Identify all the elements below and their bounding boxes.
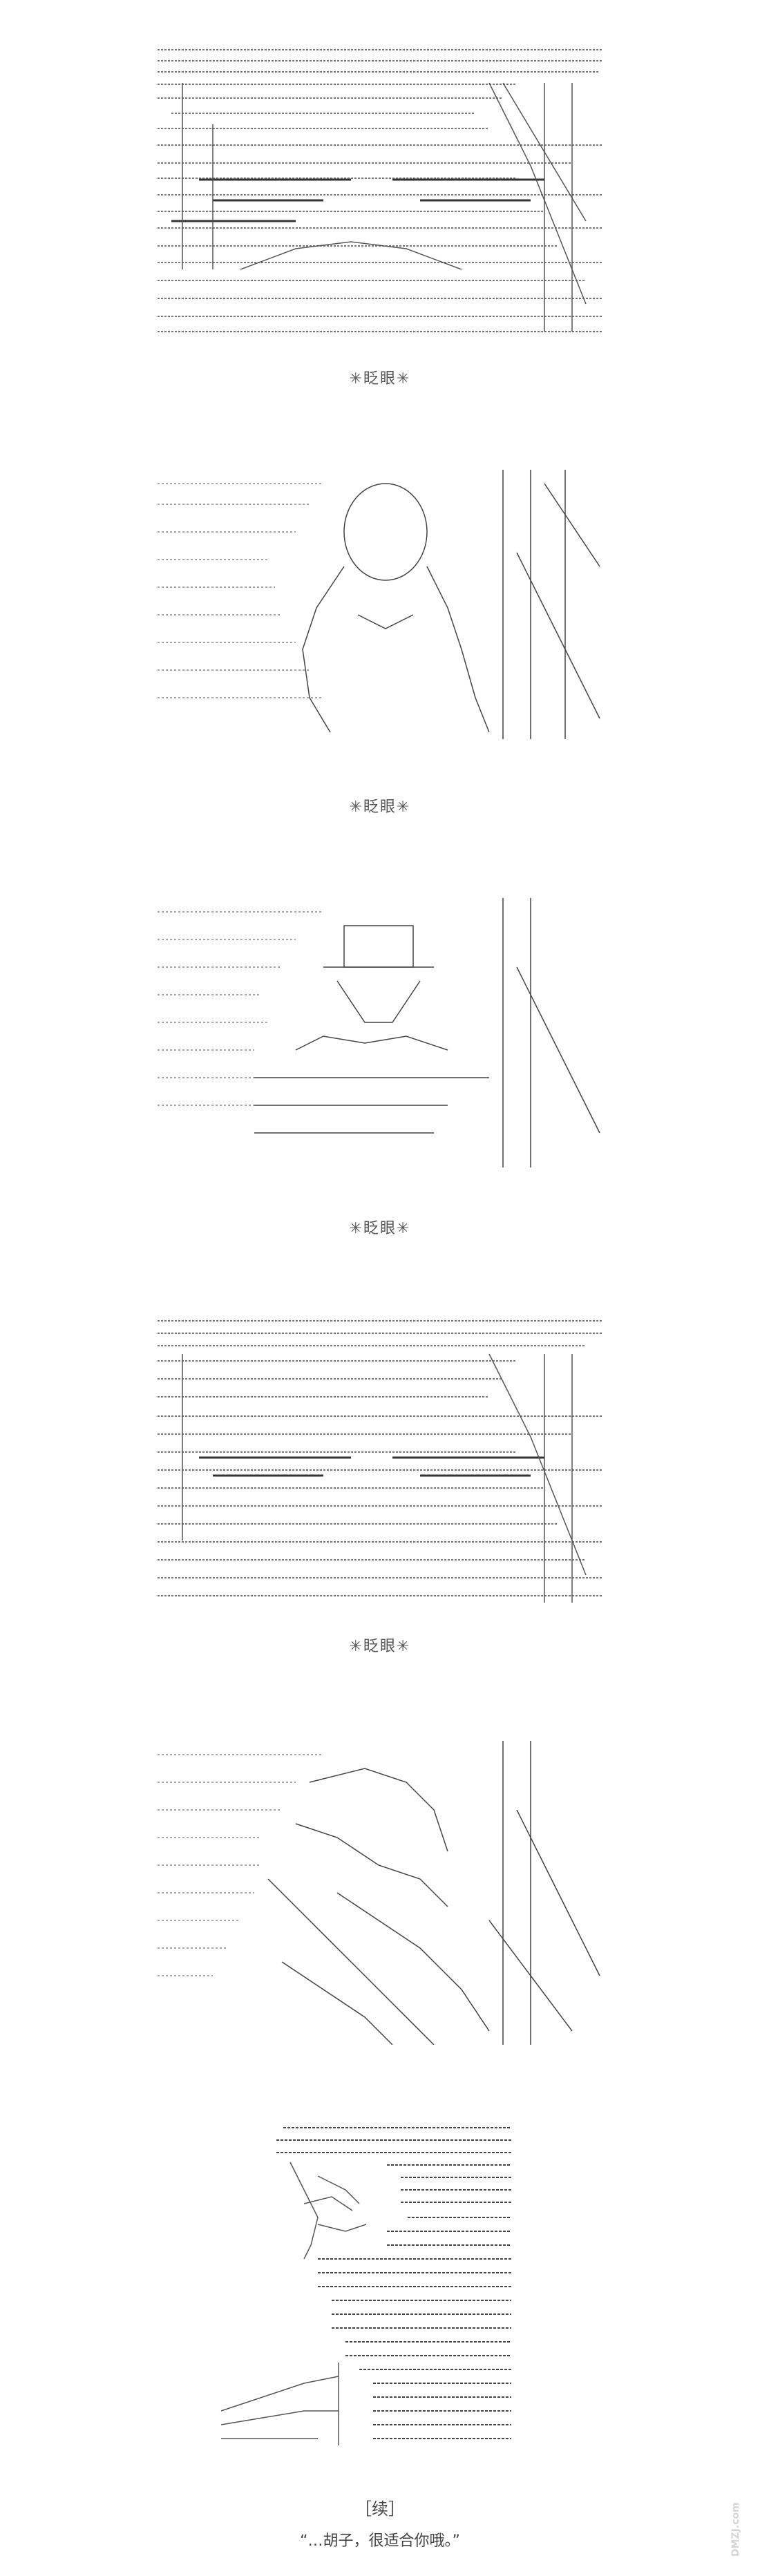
ascii-art-panel-5: [158, 1741, 602, 2045]
svg-text:DMZJ.com: DMZJ.com: [730, 2502, 741, 2557]
ascii-art-portrait-icon: [220, 2127, 511, 2445]
ascii-art-panel-2: [158, 470, 602, 739]
ascii-art-scene-icon: [158, 49, 602, 332]
ascii-art-portrait-panel: [180, 2121, 539, 2480]
ascii-art-scene-icon: [158, 1320, 602, 1603]
ascii-art-scene-icon: [158, 470, 600, 739]
ascii-art-panel-4: [158, 1313, 602, 1616]
ascii-art-scene-icon: [158, 1741, 600, 2045]
closing-quote: “…胡子，很适合你哦。”: [300, 2532, 460, 2550]
to-be-continued-mark: ［续］: [355, 2499, 405, 2519]
caption-blink-3: ✳眨眼✳: [349, 1220, 411, 1237]
site-watermark-logo: DMZJ.com: [724, 2481, 753, 2564]
caption-blink-2: ✳眨眼✳: [349, 799, 411, 816]
caption-blink-1: ✳眨眼✳: [349, 370, 411, 388]
ascii-art-scene-icon: [158, 898, 600, 1167]
ascii-art-panel-1: [158, 41, 602, 349]
ascii-art-panel-3: [158, 898, 602, 1167]
caption-blink-4: ✳眨眼✳: [349, 1638, 411, 1655]
